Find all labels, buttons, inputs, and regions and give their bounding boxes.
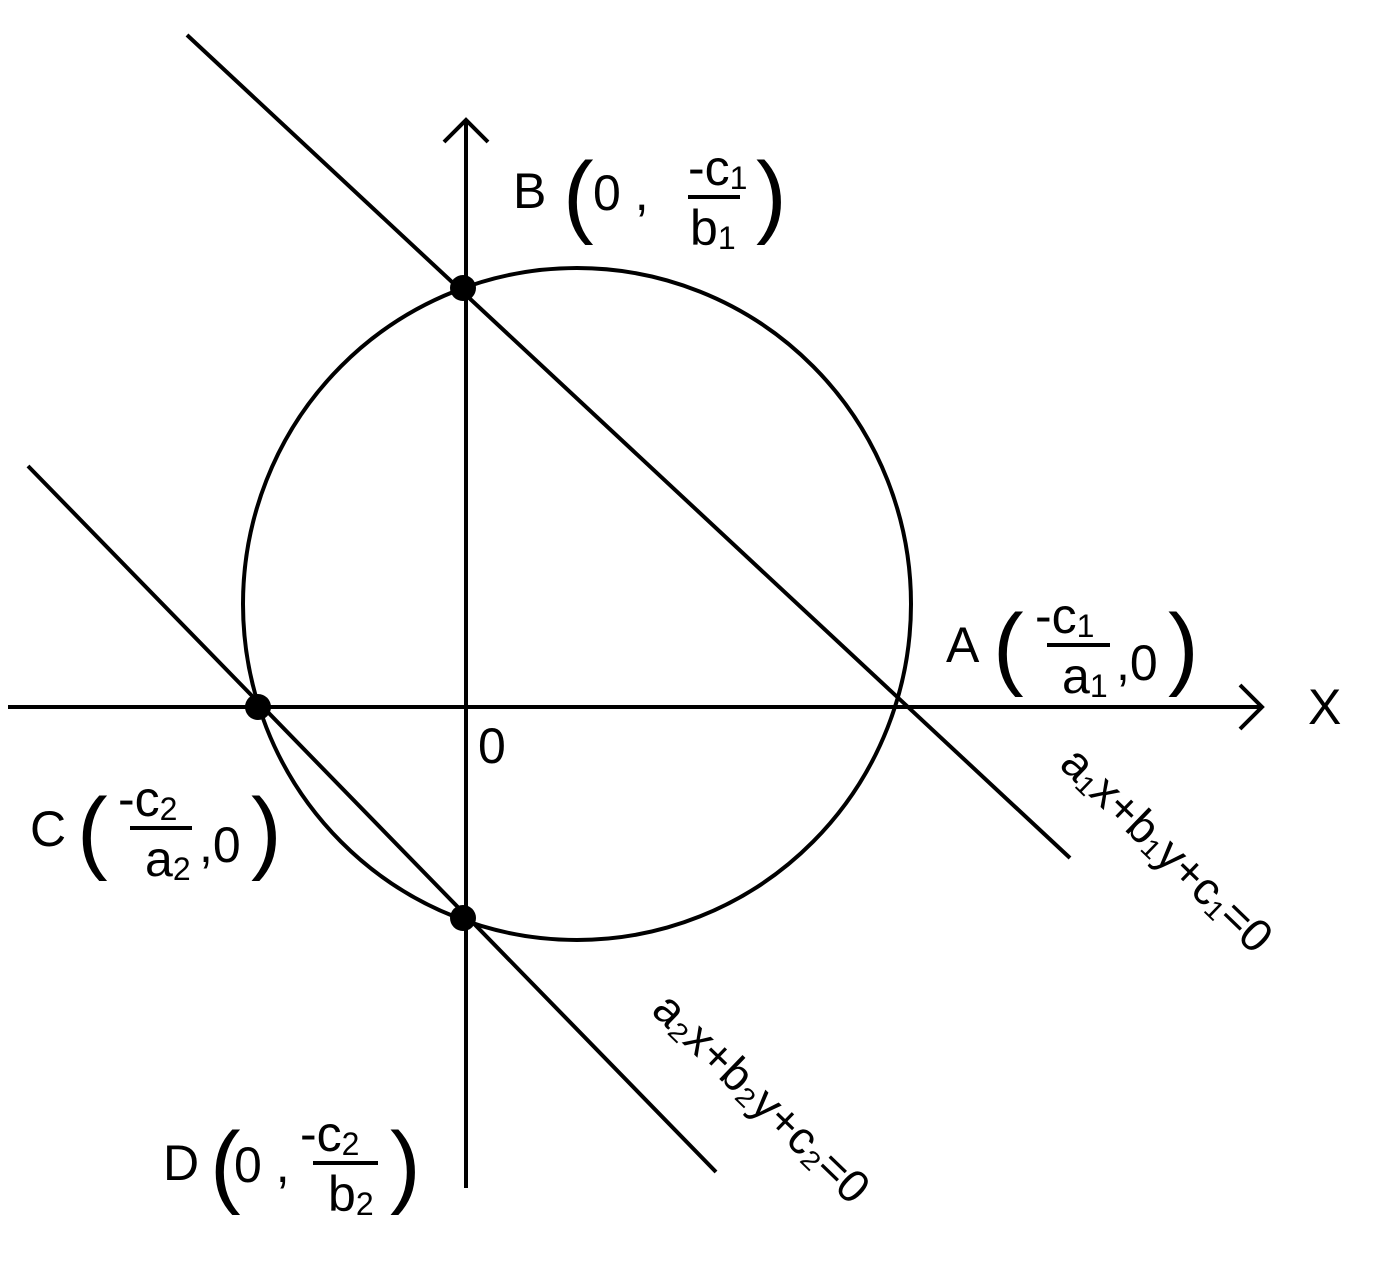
point-letter: C	[30, 801, 66, 857]
coordinate: 0 ,	[593, 165, 649, 221]
point-letter: A	[946, 617, 980, 673]
coordinate: ,0	[199, 817, 241, 873]
close-paren: )	[756, 144, 787, 246]
point-d-label: D ( 0 , -c2 b2 )	[163, 1106, 421, 1222]
point-letter: B	[513, 163, 546, 219]
line-2-equation: a₂x+b₂y+c₂=0	[643, 982, 880, 1214]
line-2	[26, 464, 718, 1174]
numerator: -c1	[688, 140, 747, 196]
point-b-dot	[450, 275, 476, 301]
denominator: b2	[328, 1166, 374, 1222]
denominator: a1	[1062, 648, 1108, 704]
x-axis-label: X	[1308, 679, 1341, 735]
x-axis-arrow-icon	[1238, 683, 1265, 731]
point-c-label: C ( -c2 a2 ,0 )	[30, 771, 282, 887]
line-1	[185, 33, 1072, 860]
origin-label: 0	[478, 718, 506, 774]
close-paren: )	[390, 1114, 421, 1216]
denominator: b1	[690, 200, 736, 256]
coordinate: ,0	[1116, 635, 1158, 691]
open-paren: (	[210, 1114, 241, 1216]
line-1-equation: a₁x+b₁y+c₁=0	[1051, 736, 1283, 963]
numerator: -c2	[118, 771, 177, 827]
point-a-label: A ( -c1 a1 ,0 )	[946, 588, 1199, 704]
point-letter: D	[163, 1135, 199, 1191]
close-paren: )	[251, 780, 282, 882]
point-c-dot	[245, 694, 271, 720]
numerator: -c1	[1035, 588, 1094, 644]
point-d-dot	[450, 905, 476, 931]
denominator: a2	[145, 831, 191, 887]
coordinate: 0 ,	[234, 1137, 290, 1193]
point-b-label: B ( 0 , -c1 b1 )	[513, 140, 787, 256]
circle	[241, 266, 913, 942]
close-paren: )	[1168, 596, 1199, 698]
open-paren: (	[77, 780, 108, 882]
open-paren: (	[993, 596, 1024, 698]
numerator: -c2	[300, 1106, 359, 1162]
y-axis-arrow-icon	[442, 117, 490, 144]
open-paren: (	[563, 144, 594, 246]
